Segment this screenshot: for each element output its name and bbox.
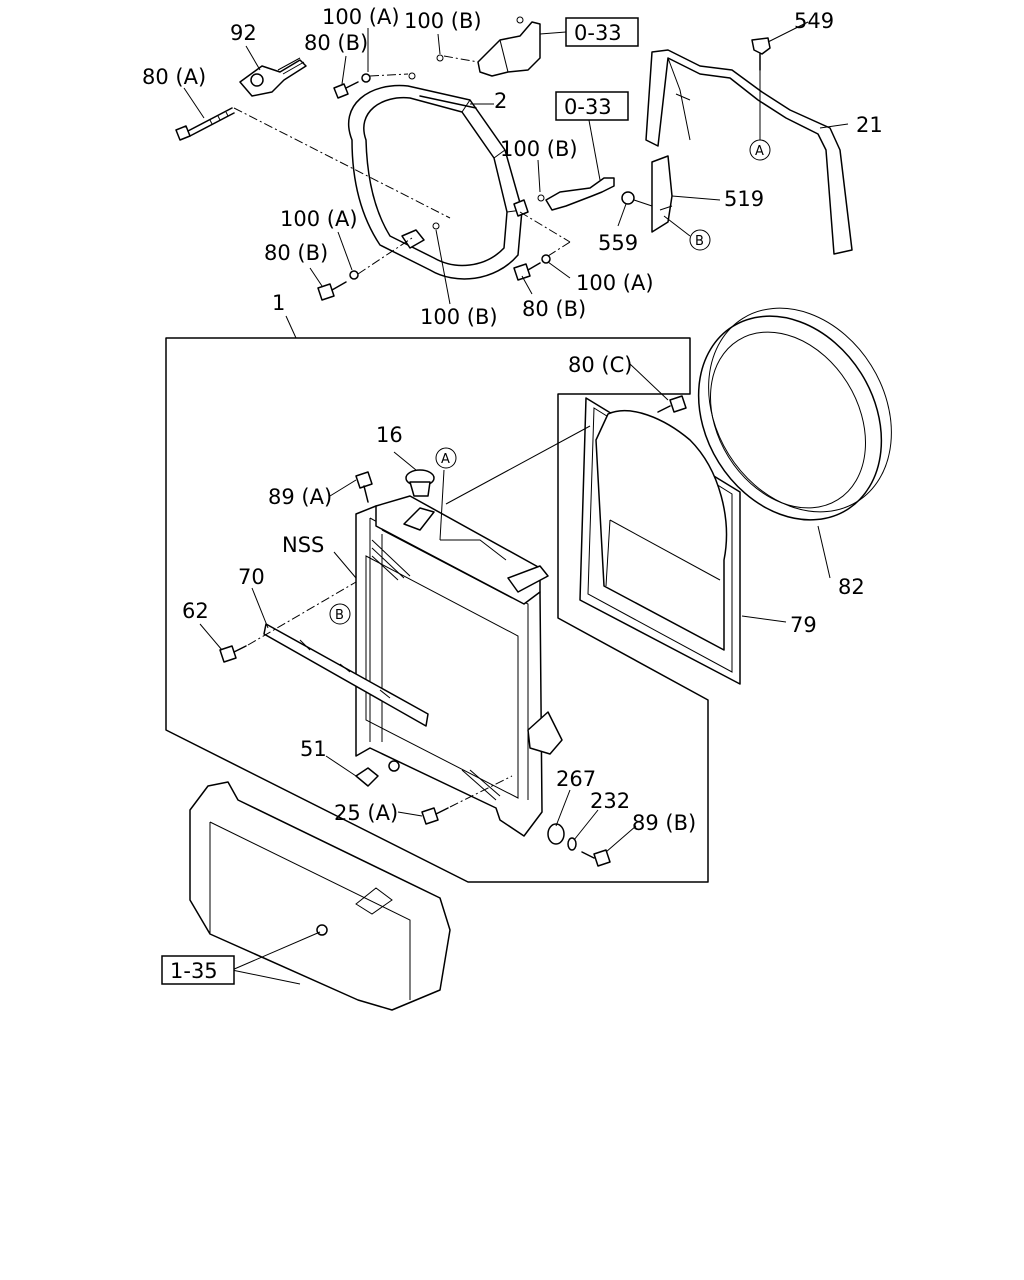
mid-bracket <box>537 177 615 211</box>
line-b-top <box>663 215 691 237</box>
label-80c: 80 (C) <box>568 353 632 377</box>
label-100b-mid: 100 (B) <box>500 137 578 161</box>
circle-b-top-label: B <box>695 234 704 249</box>
label-ref-0-33-top: 0-33 <box>574 21 622 45</box>
stay-70 <box>263 623 429 727</box>
circle-b-mid-label: B <box>335 608 344 623</box>
label-62: 62 <box>182 599 209 623</box>
label-267: 267 <box>556 767 596 791</box>
dash-62 <box>247 581 357 646</box>
label-nss: NSS <box>282 533 324 557</box>
label-100a-top: 100 (A) <box>322 5 400 29</box>
radiator-cap-16 <box>405 469 435 497</box>
label-80a: 80 (A) <box>142 65 206 89</box>
side-cover-21 <box>645 49 853 255</box>
circle-ref-a-mid: A <box>435 447 457 469</box>
label-89b: 89 (B) <box>632 811 696 835</box>
ref-box-1-35 <box>161 955 235 985</box>
dash-ring-right <box>519 211 571 243</box>
label-70: 70 <box>238 565 265 589</box>
label-92: 92 <box>230 21 257 45</box>
bolt-62 <box>219 645 247 663</box>
bolt-89b <box>581 849 611 867</box>
label-100a-right: 100 (A) <box>576 271 654 295</box>
dash-25a <box>449 775 513 808</box>
label-559: 559 <box>598 231 638 255</box>
bushing-267 <box>547 823 565 845</box>
label-80b-left: 80 (B) <box>264 241 328 265</box>
label-80b-right: 80 (B) <box>522 297 586 321</box>
bolt-80b-right <box>513 254 551 281</box>
label-82: 82 <box>838 575 865 599</box>
bolt-89a <box>355 471 373 503</box>
bushing-51 <box>355 760 400 787</box>
bolt-80c <box>657 395 687 413</box>
bolt-25a <box>421 807 449 825</box>
ring-82 <box>697 307 892 521</box>
label-1: 1 <box>272 291 285 315</box>
assembly-frame-1 <box>165 337 709 883</box>
label-51: 51 <box>300 737 327 761</box>
label-89a: 89 (A) <box>268 485 332 509</box>
bolt-80a <box>175 107 235 141</box>
label-79: 79 <box>790 613 817 637</box>
circle-a-mid-label: A <box>441 452 450 467</box>
link-a-radiator <box>439 469 445 541</box>
circle-ref-b-top: B <box>689 229 711 251</box>
leader-80a-line <box>233 107 451 219</box>
radiator <box>355 495 563 837</box>
line-559 <box>633 199 653 207</box>
circle-ref-a-top: A <box>749 139 771 161</box>
bracket-92 <box>239 57 307 97</box>
label-100b-top: 100 (B) <box>404 9 482 33</box>
ref-box-0-33-mid <box>555 91 629 121</box>
bolt-80b-top <box>333 73 371 99</box>
label-2: 2 <box>494 89 507 113</box>
label-80b-top: 80 (B) <box>304 31 368 55</box>
washer-232 <box>567 837 577 851</box>
label-25a: 25 (A) <box>334 801 398 825</box>
leader-lines <box>183 21 849 985</box>
bracket-519 <box>651 155 673 233</box>
label-100b-bottom: 100 (B) <box>420 305 498 329</box>
link-a-shroud <box>445 425 591 505</box>
nut-559 <box>621 191 635 205</box>
circle-ref-b-mid: B <box>329 603 351 625</box>
label-ref-0-33-mid: 0-33 <box>564 95 612 119</box>
ref-box-0-33-top <box>565 17 639 47</box>
label-232: 232 <box>590 789 630 813</box>
dash-80b-top <box>369 73 409 77</box>
label-549: 549 <box>794 9 834 33</box>
label-ref-1-35: 1-35 <box>170 959 218 983</box>
dash-80b-left <box>357 237 413 275</box>
circle-a-top-label: A <box>755 144 764 159</box>
fan-shroud-79 <box>579 397 741 685</box>
label-16: 16 <box>376 423 403 447</box>
label-519: 519 <box>724 187 764 211</box>
bolt-80b-left <box>317 270 359 301</box>
label-21: 21 <box>856 113 883 137</box>
upper-bracket <box>436 16 541 77</box>
clip-549 <box>751 37 771 71</box>
dash-80b-right <box>547 241 571 257</box>
intercooler <box>189 781 451 1011</box>
shroud-ring <box>347 72 529 280</box>
label-100a-left: 100 (A) <box>280 207 358 231</box>
bolt-100b-bottom <box>432 222 440 230</box>
